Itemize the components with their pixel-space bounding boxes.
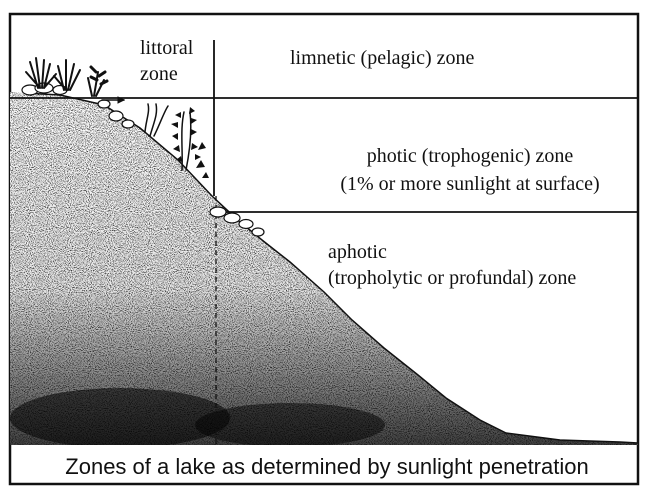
littoral-zone-label-line1: littoral [140,37,194,59]
diagram-caption: Zones of a lake as determined by sunligh… [65,454,588,479]
photic-zone-label-line1: photic (trophogenic) zone [367,145,574,167]
aphotic-zone-label-line2: (tropholytic or profundal) zone [328,267,576,289]
aphotic-zone-label-line1: aphotic [328,241,387,263]
limnetic-zone-label: limnetic (pelagic) zone [290,47,474,69]
photic-zone-label-line2: (1% or more sunlight at surface) [340,173,599,195]
littoral-zone-label-line2: zone [140,63,178,85]
